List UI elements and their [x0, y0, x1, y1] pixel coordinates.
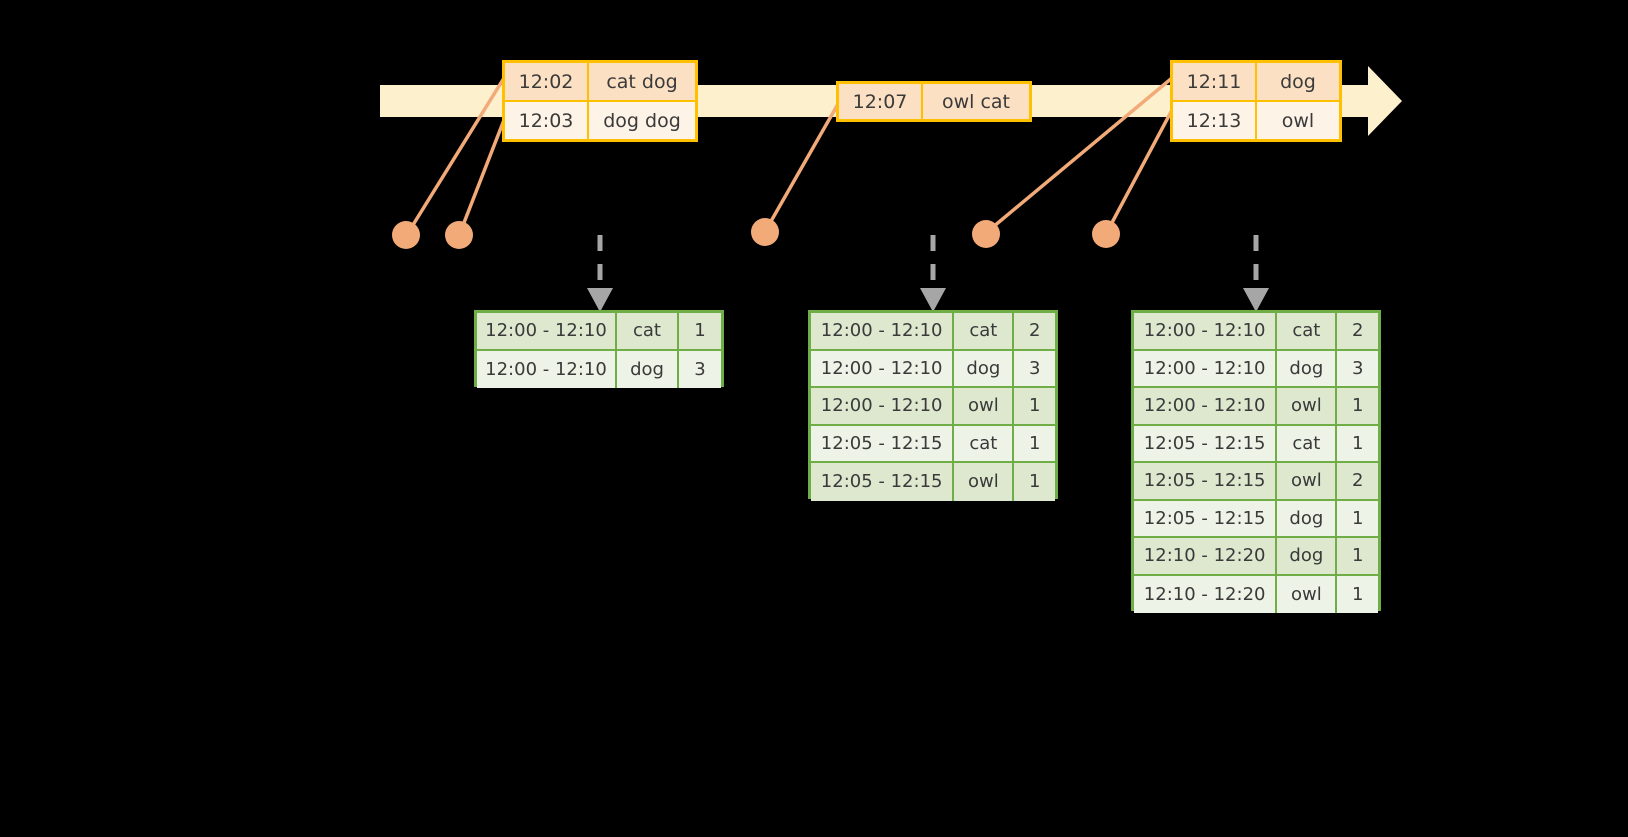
window-cell: 12:00 - 12:10 [811, 350, 955, 386]
table-row: 12:05 - 12:15 owl 1 [811, 463, 1055, 501]
dashed-arrow-3 [1243, 235, 1269, 312]
count-cell: 1 [1351, 507, 1364, 529]
window-cell: 12:10 - 12:20 [1134, 538, 1278, 574]
result-table-3: 12:00 - 12:10 cat 2 12:00 - 12:10 dog 3 … [1131, 310, 1381, 613]
count-cell: 1 [1028, 432, 1041, 454]
event-words: owl [1281, 109, 1315, 132]
table-row: 12:00 - 12:10 cat 1 [477, 313, 721, 351]
dashed-arrow-2 [920, 235, 946, 312]
window-cell: 12:00 - 12:10 [1134, 388, 1278, 424]
table-row: 12:05 - 12:15 dog 1 [1134, 500, 1378, 538]
event-group-2: 12:07 owl cat [836, 81, 1032, 122]
word-cell: cat [1277, 313, 1338, 349]
window-cell: 12:00 - 12:10 [811, 388, 955, 424]
count-cell: 1 [1028, 395, 1041, 417]
event-words: dog [1280, 70, 1316, 93]
connector-dot-4 [972, 220, 1000, 248]
event-words: dog dog [603, 109, 681, 132]
event-time: 12:03 [505, 102, 589, 139]
table-row: 12:00 - 12:10 cat 2 [811, 313, 1055, 351]
window-cell: 12:00 - 12:10 [477, 350, 617, 388]
dashed-arrow-1 [587, 235, 613, 312]
event-group-3: 12:11 dog 12:13 owl [1170, 60, 1342, 142]
count-cell: 1 [1351, 432, 1364, 454]
word-cell: dog [1277, 350, 1338, 386]
word-cell: owl [1277, 388, 1338, 424]
count-cell: 3 [1028, 357, 1041, 379]
word-cell: cat [954, 313, 1015, 349]
count-cell: 2 [1351, 470, 1364, 492]
window-cell: 12:00 - 12:10 [477, 313, 617, 349]
word-cell: dog [1277, 500, 1338, 536]
window-cell: 12:05 - 12:15 [1134, 425, 1278, 461]
event-row: 12:07 owl cat [839, 84, 1029, 119]
word-cell: cat [617, 313, 679, 349]
event-row: 12:13 owl [1173, 100, 1339, 139]
table-row: 12:00 - 12:10 cat 2 [1134, 313, 1378, 351]
window-cell: 12:00 - 12:10 [1134, 313, 1278, 349]
connector-dot-5 [1092, 220, 1120, 248]
connector-line-3 [764, 103, 840, 231]
event-row: 12:02 cat dog [505, 63, 695, 100]
window-cell: 12:05 - 12:15 [1134, 463, 1278, 499]
table-row: 12:10 - 12:20 owl 1 [1134, 575, 1378, 613]
connector-dot-3 [751, 218, 779, 246]
connector-dot-1 [392, 221, 420, 249]
table-row: 12:00 - 12:10 dog 3 [477, 350, 721, 388]
table-row: 12:00 - 12:10 owl 1 [1134, 388, 1378, 426]
count-cell: 1 [1351, 545, 1364, 567]
event-time: 12:11 [1173, 63, 1257, 100]
word-cell: owl [1277, 463, 1338, 499]
table-row: 12:00 - 12:10 dog 3 [1134, 350, 1378, 388]
result-table-1: 12:00 - 12:10 cat 1 12:00 - 12:10 dog 3 [474, 310, 724, 388]
word-cell: dog [1277, 538, 1338, 574]
table-row: 12:00 - 12:10 owl 1 [811, 388, 1055, 426]
word-cell: cat [954, 425, 1015, 461]
window-cell: 12:10 - 12:20 [1134, 575, 1278, 613]
count-cell: 1 [1028, 471, 1041, 493]
event-words: owl cat [941, 90, 1011, 113]
word-cell: owl [954, 388, 1015, 424]
event-row: 12:11 dog [1173, 63, 1339, 100]
connector-line-2 [458, 119, 506, 234]
word-cell: owl [954, 463, 1015, 501]
count-cell: 3 [694, 358, 706, 380]
table-row: 12:00 - 12:10 dog 3 [811, 350, 1055, 388]
count-cell: 2 [1351, 320, 1364, 342]
count-cell: 3 [1351, 357, 1364, 379]
count-cell: 1 [1351, 583, 1364, 605]
event-words: cat dog [606, 70, 678, 93]
count-cell: 2 [1028, 320, 1041, 342]
window-cell: 12:05 - 12:15 [1134, 500, 1278, 536]
event-time: 12:13 [1173, 102, 1257, 139]
word-cell: dog [954, 350, 1015, 386]
window-cell: 12:05 - 12:15 [811, 425, 955, 461]
result-table-2: 12:00 - 12:10 cat 2 12:00 - 12:10 dog 3 … [808, 310, 1058, 501]
word-cell: cat [1277, 425, 1338, 461]
window-cell: 12:00 - 12:10 [1134, 350, 1278, 386]
window-cell: 12:05 - 12:15 [811, 463, 955, 501]
event-group-1: 12:02 cat dog 12:03 dog dog [502, 60, 698, 142]
connector-line-5 [1105, 109, 1174, 233]
window-cell: 12:00 - 12:10 [811, 313, 955, 349]
word-cell: dog [617, 350, 679, 388]
event-time: 12:07 [839, 84, 923, 119]
word-cell: owl [1277, 575, 1338, 613]
table-row: 12:10 - 12:20 dog 1 [1134, 538, 1378, 576]
event-time: 12:02 [505, 63, 589, 100]
table-row: 12:05 - 12:15 cat 1 [1134, 425, 1378, 463]
table-row: 12:05 - 12:15 owl 2 [1134, 463, 1378, 501]
event-row: 12:03 dog dog [505, 100, 695, 139]
count-cell: 1 [1351, 395, 1364, 417]
count-cell: 1 [694, 320, 706, 342]
table-row: 12:05 - 12:15 cat 1 [811, 425, 1055, 463]
connector-dot-2 [445, 221, 473, 249]
